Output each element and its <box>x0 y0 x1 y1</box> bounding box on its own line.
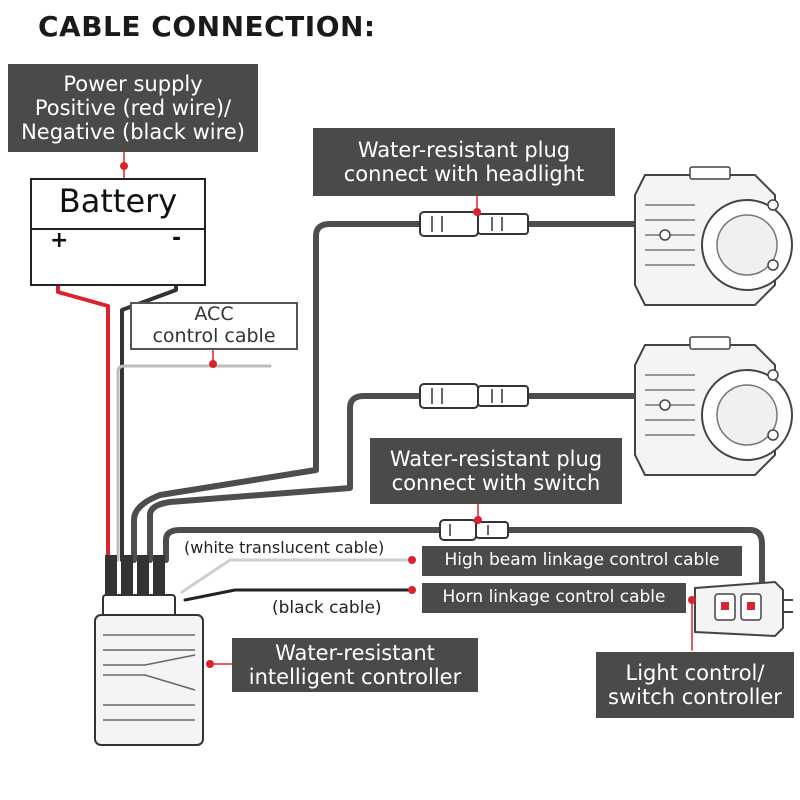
switch-panel-icon <box>694 580 793 638</box>
high-beam-wire <box>180 558 414 594</box>
controller-label: Water-resistant intelligent controller <box>232 638 478 692</box>
headlight-icon <box>634 166 793 306</box>
switch-controller-label: Light control/ switch controller <box>596 652 794 718</box>
battery-divider <box>32 228 204 230</box>
connector-icon <box>439 519 509 541</box>
battery-minus-sign: - <box>172 226 182 251</box>
acc-wire <box>116 364 272 562</box>
headlight-icon <box>634 336 793 476</box>
high-beam-label: High beam linkage control cable <box>422 546 742 576</box>
headlight-2-wire <box>147 393 643 563</box>
battery: Battery + - <box>30 178 206 286</box>
page-title: CABLE CONNECTION: <box>38 10 376 43</box>
horn-label: Horn linkage control cable <box>422 583 686 613</box>
battery-plus-sign: + <box>50 228 69 253</box>
plug-switch-label: Water-resistant plug connect with switch <box>370 438 622 504</box>
connector-icon <box>419 383 529 409</box>
black-cable-label: (black cable) <box>272 598 382 618</box>
white-cable-label: (white translucent cable) <box>184 538 385 557</box>
positive-red-wire <box>56 256 110 562</box>
horn-wire <box>183 588 414 602</box>
connector-icon <box>419 211 529 237</box>
battery-label: Battery <box>58 182 178 220</box>
acc-cable-label: ACC control cable <box>130 302 298 350</box>
power-supply-label: Power supply Positive (red wire)/ Negati… <box>8 64 258 152</box>
headlight-1-wire <box>131 221 643 563</box>
controller-box-icon <box>94 555 204 746</box>
plug-headlight-label: Water-resistant plug connect with headli… <box>313 128 615 196</box>
